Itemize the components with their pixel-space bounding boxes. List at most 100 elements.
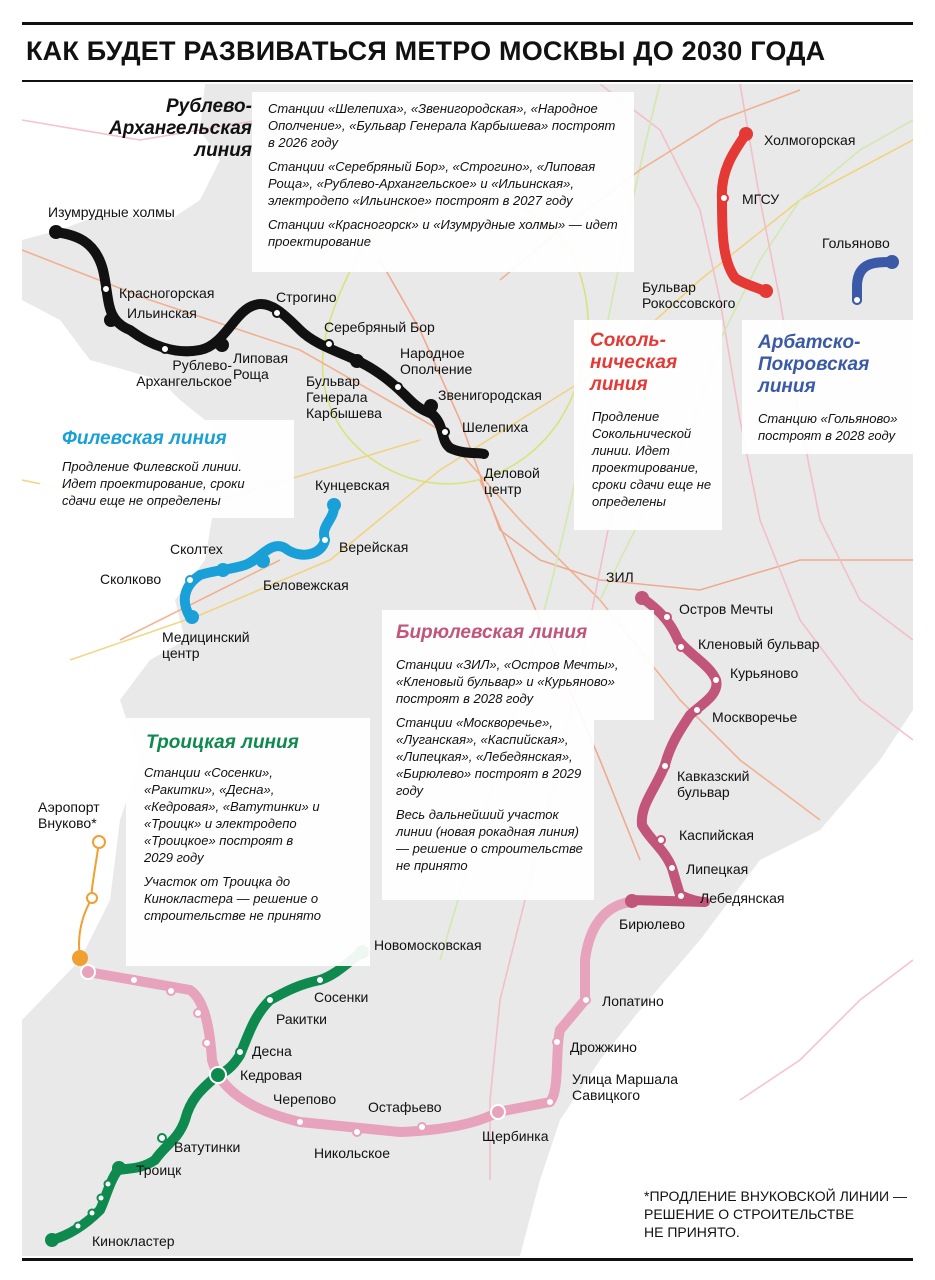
station-marker	[86, 892, 98, 904]
station-marker	[711, 675, 721, 685]
station-label: Сколтех	[170, 541, 223, 557]
station-marker	[424, 399, 438, 413]
station-marker	[185, 575, 195, 585]
biryulevskaya-line-title: Бирюлевская линия	[396, 622, 588, 643]
station-marker	[215, 338, 229, 352]
rublevo-notes: Станции «Шелепиха», «Звенигородская», «Н…	[268, 100, 623, 257]
station-marker	[662, 612, 672, 622]
troitskaya-notes: Станции «Сосенки», «Ракитки», «Десна», «…	[144, 764, 324, 931]
station-marker	[295, 1117, 305, 1127]
arbatsko-notes: Станцию «Гольяново» построят в 2028 году	[758, 410, 908, 451]
station-label: Холмогорская	[764, 132, 855, 148]
troitskaya-line-title: Троицкая линия	[146, 732, 299, 753]
biryulevskaya-notes: Станции «ЗИЛ», «Остров Мечты», «Кленовый…	[396, 656, 636, 881]
biryulevskaya-info-panel-lower	[382, 720, 594, 900]
station-marker	[265, 995, 275, 1005]
station-marker	[417, 1122, 427, 1132]
station-marker	[256, 554, 270, 568]
station-label: Ватутинки	[174, 1139, 240, 1155]
station-marker	[393, 382, 403, 392]
station-marker	[202, 1038, 212, 1048]
station-marker	[625, 894, 639, 908]
station-marker	[885, 255, 899, 269]
filevskaya-line-title: Филевская линия	[62, 428, 227, 449]
station-marker	[157, 1133, 167, 1143]
station-marker	[490, 1104, 506, 1120]
station-label: Липецкая	[686, 861, 748, 877]
station-marker	[676, 642, 686, 652]
biryulevskaya-note: Весь дальнейший участок линии (новая рок…	[396, 807, 583, 873]
arbatsko-line-title: Арбатско- Покровская линия	[758, 332, 870, 397]
station-marker	[235, 1047, 245, 1057]
troitskaya-note: Участок от Троицка до Кинокластера — реш…	[144, 874, 321, 923]
station-label: Бирюлево	[619, 916, 685, 932]
station-marker	[166, 986, 176, 996]
station-label: Десна	[252, 1043, 292, 1059]
station-marker	[692, 705, 702, 715]
station-label: Гольяново	[822, 235, 890, 251]
station-marker	[676, 891, 686, 901]
station-label: Сосенки	[314, 989, 368, 1005]
station-marker	[320, 535, 330, 545]
station-marker	[719, 193, 729, 203]
station-label: Кунцевская	[315, 477, 390, 493]
station-label: Москворечье	[712, 709, 797, 725]
station-label: ЗИЛ	[606, 569, 634, 585]
arbatsko-info-panel	[742, 320, 913, 454]
rublevo-note: Станции «Серебряный Бор», «Строгино», «Л…	[268, 159, 596, 208]
station-label: Сколково	[100, 571, 161, 587]
station-label: Остафьево	[368, 1099, 442, 1115]
station-label: Черепово	[273, 1091, 336, 1107]
station-marker	[193, 1008, 203, 1018]
station-marker	[160, 344, 170, 354]
station-label: Строгино	[276, 289, 337, 305]
page-title: КАК БУДЕТ РАЗВИВАТЬСЯ МЕТРО МОСКВЫ ДО 20…	[26, 36, 826, 66]
station-marker	[667, 863, 677, 873]
station-marker	[45, 1233, 59, 1247]
station-label: Лопатино	[602, 993, 664, 1009]
station-marker	[103, 1179, 113, 1189]
arbatsko-note: Станцию «Гольяново» построят в 2028 году	[758, 411, 898, 443]
station-marker	[739, 127, 753, 141]
station-marker	[635, 591, 649, 605]
station-label: Кинокластер	[92, 1233, 175, 1249]
station-label: Беловежская	[263, 577, 349, 593]
filevskaya-notes: Продление Филевской линии. Идет проектир…	[62, 458, 272, 516]
station-label: Красногорская	[119, 285, 214, 301]
station-marker	[545, 1097, 555, 1107]
station-label: Кедровая	[240, 1067, 302, 1083]
station-label: МГСУ	[742, 191, 779, 207]
sokolnicheskaya-line	[716, 129, 771, 297]
station-marker	[660, 761, 670, 771]
station-marker	[350, 354, 364, 368]
station-label: Новомосковская	[374, 937, 482, 953]
station-marker	[272, 308, 282, 318]
station-marker	[315, 975, 325, 985]
station-label: Верейская	[339, 539, 408, 555]
station-marker	[852, 295, 862, 305]
rublevo-info-panel	[252, 92, 634, 272]
station-label: Щербинка	[482, 1128, 549, 1144]
station-marker	[324, 339, 334, 349]
footnote: *ПРОДЛЕНИЕ ВНУКОВСКОЙ ЛИНИИ — РЕШЕНИЕ О …	[644, 1188, 907, 1240]
station-label: Ракитки	[276, 1011, 327, 1027]
station-marker	[440, 427, 450, 437]
station-label: Серебряный Бор	[324, 319, 435, 335]
rublevo-note: Станции «Шелепиха», «Звенигородская», «Н…	[268, 101, 616, 150]
station-marker	[92, 835, 106, 849]
troitskaya-note: Станции «Сосенки», «Ракитки», «Десна», «…	[144, 765, 320, 865]
station-marker	[552, 1037, 562, 1047]
station-label: Лебедянская	[700, 890, 784, 906]
troitskaya-line	[47, 947, 367, 1245]
sokolnicheskaya-info-panel	[574, 320, 722, 530]
station-label: Изумрудные холмы	[48, 204, 175, 220]
station-label: Никольское	[314, 1145, 390, 1161]
station-label: Звенигородская	[438, 387, 542, 403]
rublevo-line-title: Рублево- Архангельская линия	[109, 96, 252, 161]
